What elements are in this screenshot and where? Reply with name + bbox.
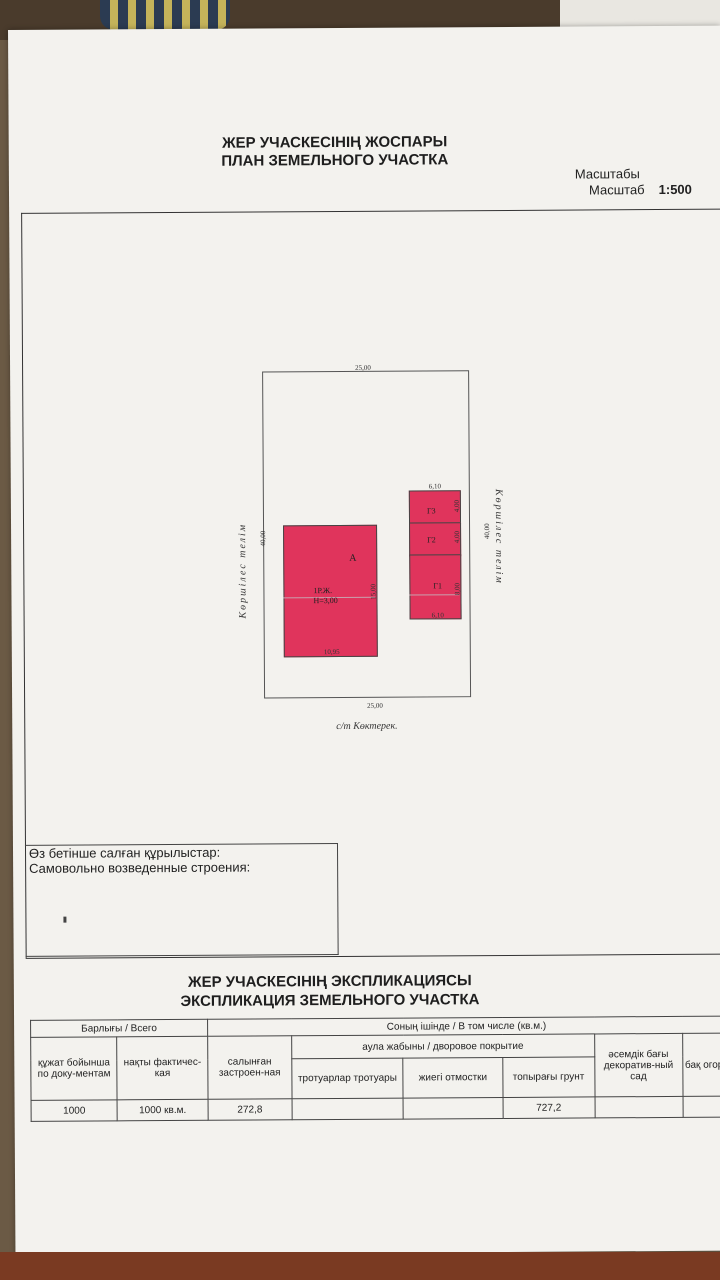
garage-top-dimension: 6,10 xyxy=(428,482,442,491)
header-soil: топырағы грунт xyxy=(502,1057,595,1098)
document-sheet: ЖЕР УЧАСКЕСІНІҢ ЖОСПАРЫ ПЛАН ЗЕМЕЛЬНОГО … xyxy=(8,25,720,1255)
plot-right-dimension: 40,00 xyxy=(483,523,492,540)
house-width-dimension: 10,95 xyxy=(323,647,340,657)
explication-title-kz: ЖЕР УЧАСКЕСІНІҢ ЭКСПЛИКАЦИЯСЫ xyxy=(187,972,472,991)
value-cut xyxy=(682,1096,720,1118)
value-blind-area xyxy=(403,1097,503,1120)
garage-g3-label: Г3 xyxy=(426,506,436,516)
header-blind-area: жиегі отмостки xyxy=(403,1057,503,1099)
header-doc: құжат бойынша по доку-ментам xyxy=(30,1036,118,1101)
scale-label-ru: Масштаб xyxy=(588,182,645,198)
neighbor-plot-left: Көршілес телім xyxy=(237,522,249,619)
value-actual: 1000 кв.м. xyxy=(117,1099,208,1121)
garage-g2-dimension: 4,00 xyxy=(453,530,462,544)
garage-g1-label: Г1 xyxy=(433,581,443,591)
house-label-floors: 1Р.Ж. xyxy=(313,586,333,596)
value-sidewalk xyxy=(291,1098,404,1120)
header-yard: аула жабыны / дворовое покрытие xyxy=(291,1033,595,1060)
garage-g2-label: Г2 xyxy=(427,535,436,545)
pen-mark xyxy=(63,916,67,923)
frame-top-line xyxy=(21,208,720,214)
header-total: Барлығы / Всего xyxy=(30,1019,208,1038)
neighbor-plot-right: Көршілес телім xyxy=(492,488,505,585)
scale-label-kz: Масштабы xyxy=(574,166,640,182)
value-garden xyxy=(594,1096,683,1118)
plot-top-dimension: 25,00 xyxy=(355,363,371,372)
header-cut: бақ огор xyxy=(682,1033,720,1097)
house-height-dimension: 15,00 xyxy=(369,584,378,600)
plot-bottom-dimension: 25,00 xyxy=(367,701,383,710)
scale-value: 1:500 xyxy=(658,181,692,198)
self-built-box: Өз бетінше салған құрылыстар: Самовольно… xyxy=(24,842,339,957)
house-letter: А xyxy=(349,552,357,564)
header-built: салынған застроен-ная xyxy=(207,1035,292,1100)
scale-row: Масштаб 1:500 xyxy=(589,182,692,198)
value-soil: 727,2 xyxy=(502,1096,595,1119)
garage-bottom-dimension: 6,10 xyxy=(431,611,444,620)
garage-g3-dimension: 4,00 xyxy=(452,499,461,513)
background-object xyxy=(100,0,230,30)
garage-g1-dimension: 8,00 xyxy=(453,582,462,596)
header-actual: нақты фактичес-кая xyxy=(117,1036,208,1100)
plot-left-dimension: 40,00 xyxy=(259,530,268,547)
header-sidewalk: тротуарлар тротуары xyxy=(291,1058,404,1099)
street-name: с/т Көктерек. xyxy=(336,720,398,733)
background-bottom xyxy=(0,1252,720,1280)
self-built-label-ru: Самовольно возведенные строения: xyxy=(29,859,251,876)
value-built: 272,8 xyxy=(207,1098,292,1121)
value-doc: 1000 xyxy=(31,1099,118,1122)
explication-table: Барлығы / Всего Соның ішінде / В том чис… xyxy=(30,1016,720,1122)
header-garden: әсемдік бағы декоратив-ный сад xyxy=(594,1033,683,1097)
house-label-height: Н=3,00 xyxy=(313,595,338,606)
explication-title-ru: ЭКСПЛИКАЦИЯ ЗЕМЕЛЬНОГО УЧАСТКА xyxy=(180,991,480,1010)
background-paper xyxy=(560,0,720,30)
